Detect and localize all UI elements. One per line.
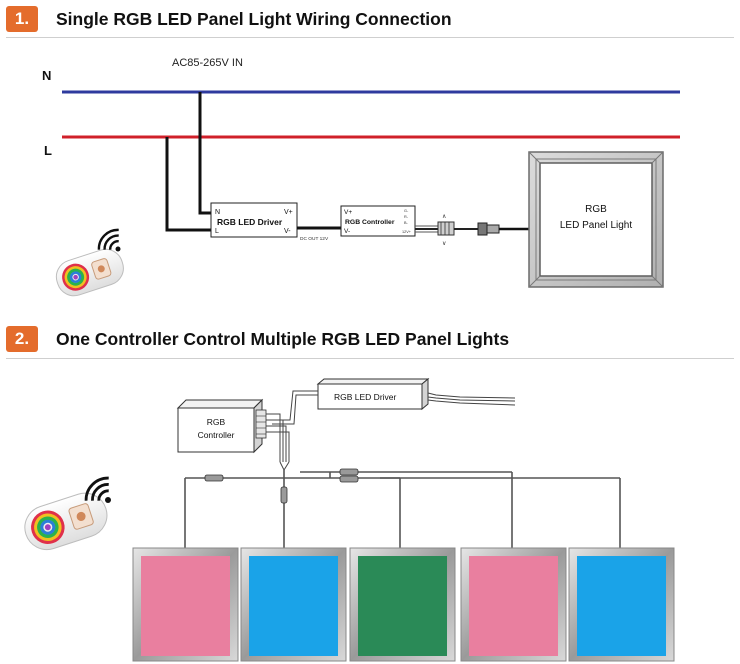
section-2-number-badge: 2. (6, 326, 38, 352)
led-panel-4-light (469, 556, 558, 656)
svg-text:∨: ∨ (442, 241, 446, 247)
svg-text:∧: ∧ (442, 214, 446, 220)
led-panel-2 (240, 547, 347, 662)
section2-controller-output-bundle (266, 413, 290, 553)
driver-pin-n: N (215, 209, 220, 216)
controller-out-b: B- (404, 221, 409, 225)
controller-title: RGB Controller (345, 219, 395, 226)
led-panel-2-light (249, 556, 338, 656)
section-1-divider (6, 37, 734, 38)
section2-rgb-remote-control-icon (24, 492, 108, 551)
neutral-line-label: N (42, 68, 51, 83)
section2-driver-cable (427, 392, 516, 406)
ac-input-label: AC85-265V IN (172, 57, 243, 69)
live-line-label: L (44, 143, 52, 158)
controller-out-g: G- (404, 209, 409, 213)
section-2-title: One Controller Control Multiple RGB LED … (56, 329, 510, 349)
led-panel-5 (568, 547, 675, 662)
controller-pin-vplus: V+ (344, 209, 352, 216)
section2-controller-label-line1: RGB (207, 417, 226, 427)
controller-output-connector: ∧ ∨ (415, 214, 529, 247)
driver-title: RGB LED Driver (217, 217, 283, 227)
section2-driver-label: RGB LED Driver (334, 392, 397, 402)
section-2-divider (6, 358, 734, 359)
section-1-header: 1. Single RGB LED Panel Light Wiring Con… (0, 4, 740, 44)
section2-distribution-wiring (184, 468, 621, 553)
driver-pin-vminus: V- (284, 228, 291, 235)
led-panel-4 (460, 547, 567, 662)
controller-out-12v: 12V+ (402, 230, 412, 234)
section2-driver-to-controller-wire (272, 390, 318, 425)
rgb-remote-control-icon (55, 248, 124, 297)
led-panel-3 (349, 547, 456, 662)
live-wire-to-driver (165, 137, 212, 232)
neutral-wire-to-driver (198, 92, 212, 215)
section-1-number-badge: 1. (6, 6, 38, 32)
led-panel-1-light (141, 556, 230, 656)
controller-out-r: R- (404, 215, 409, 219)
section2-controller-label-line2: Controller (198, 430, 235, 440)
led-panel-1 (132, 547, 239, 662)
section-2-header: 2. One Controller Control Multiple RGB L… (0, 324, 740, 364)
driver-pin-vplus: V+ (284, 209, 293, 216)
rgb-led-panel-light: RGB LED Panel Light (528, 151, 664, 288)
section2-rgb-controller: RGB Controller (176, 398, 267, 454)
led-panel-3-light (358, 556, 447, 656)
led-panel-5-light (577, 556, 666, 656)
driver-pin-l: L (215, 228, 219, 235)
controller-pin-vminus: V- (344, 228, 350, 235)
wireless-signal-icon (97, 228, 121, 252)
section2-panel-row (132, 547, 675, 662)
section2-rgb-led-driver: RGB LED Driver (316, 377, 430, 411)
rgb-controller-box: V+ V- RGB Controller G- R- B- 12V+ (340, 205, 416, 237)
rgb-led-driver-box: N L V+ V- RGB LED Driver (210, 202, 298, 238)
section2-wireless-signal-icon (84, 476, 111, 503)
panel-label-line1: RGB (585, 204, 607, 215)
section-1-title: Single RGB LED Panel Light Wiring Connec… (56, 9, 452, 29)
driver-dc-output-label: DC OUT 12V (300, 236, 329, 242)
panel-label-line2: LED Panel Light (560, 220, 632, 231)
